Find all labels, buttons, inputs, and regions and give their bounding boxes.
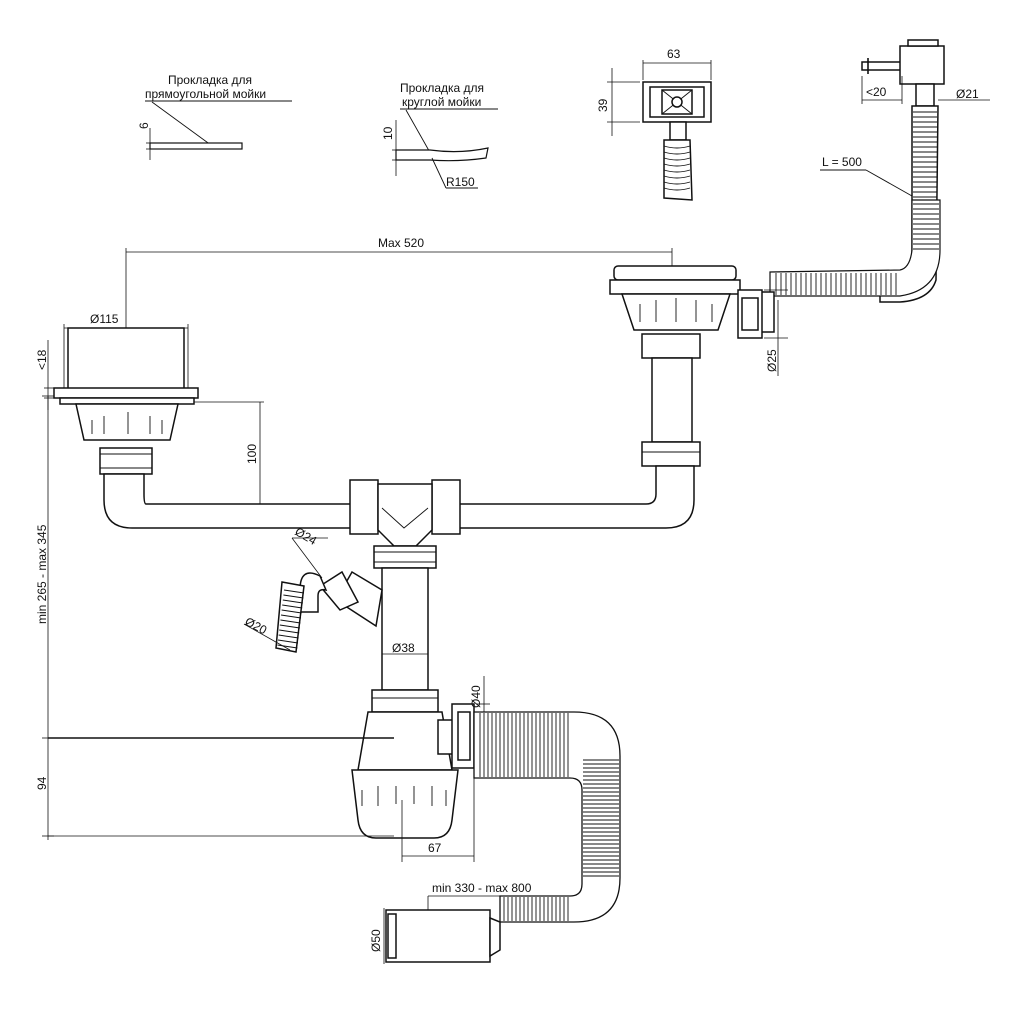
dim-min330: min 330 - max 800 (432, 881, 532, 895)
dim-min265: min 265 - max 345 (35, 524, 49, 624)
gasket-rectangular: Прокладка для прямоугольной мойки 6 (137, 73, 292, 160)
dim-39: 39 (596, 98, 610, 112)
dim-100: 100 (245, 444, 259, 464)
gasket-round-label-line1: Прокладка для (400, 81, 484, 95)
dim-d20: Ø20 (243, 614, 270, 637)
connecting-pipe: 100 (103, 401, 695, 569)
dim-max520: Max 520 (378, 236, 424, 250)
left-strainer: Ø115 <18 (35, 312, 199, 475)
overflow-connector: <20 Ø21 L = 500 (820, 39, 990, 303)
dim-6: 6 (137, 122, 151, 129)
dim-63: 63 (667, 47, 681, 61)
washing-machine-inlet: Ø24 Ø20 (243, 524, 383, 653)
dim-10: 10 (381, 126, 395, 140)
dim-lt20: <20 (866, 85, 887, 99)
dim-l500: L = 500 (822, 155, 862, 169)
dim-d21: Ø21 (956, 87, 979, 101)
dim-67: 67 (428, 841, 442, 855)
gasket-rect-label-line1: Прокладка для (168, 73, 252, 87)
overflow-hose-horizontal (759, 199, 941, 333)
gasket-rect-label-line2: прямоугольной мойки (145, 87, 266, 101)
dim-d115: Ø115 (90, 312, 119, 326)
dim-d38: Ø38 (392, 641, 415, 655)
dim-r150: R150 (446, 175, 475, 189)
outlet-hose: Ø50 min 330 - max 800 (369, 711, 621, 964)
dim-max520-group: Max 520 (125, 236, 673, 440)
dim-94: 94 (35, 776, 49, 790)
bottle-trap: Ø40 67 (48, 676, 490, 862)
vertical-pipe: Ø38 (381, 567, 429, 691)
dim-lt18: <18 (35, 349, 49, 370)
gasket-round-label-line2: круглой мойки (402, 95, 481, 109)
overflow-grate: 63 39 (596, 47, 712, 201)
right-strainer: Ø25 (609, 265, 788, 467)
dim-d50: Ø50 (369, 929, 383, 952)
dim-d40: Ø40 (469, 685, 483, 708)
dim-d25: Ø25 (765, 349, 779, 372)
height-dims: min 265 - max 345 94 (35, 395, 54, 840)
gasket-round: Прокладка для круглой мойки 10 R150 (381, 81, 498, 189)
